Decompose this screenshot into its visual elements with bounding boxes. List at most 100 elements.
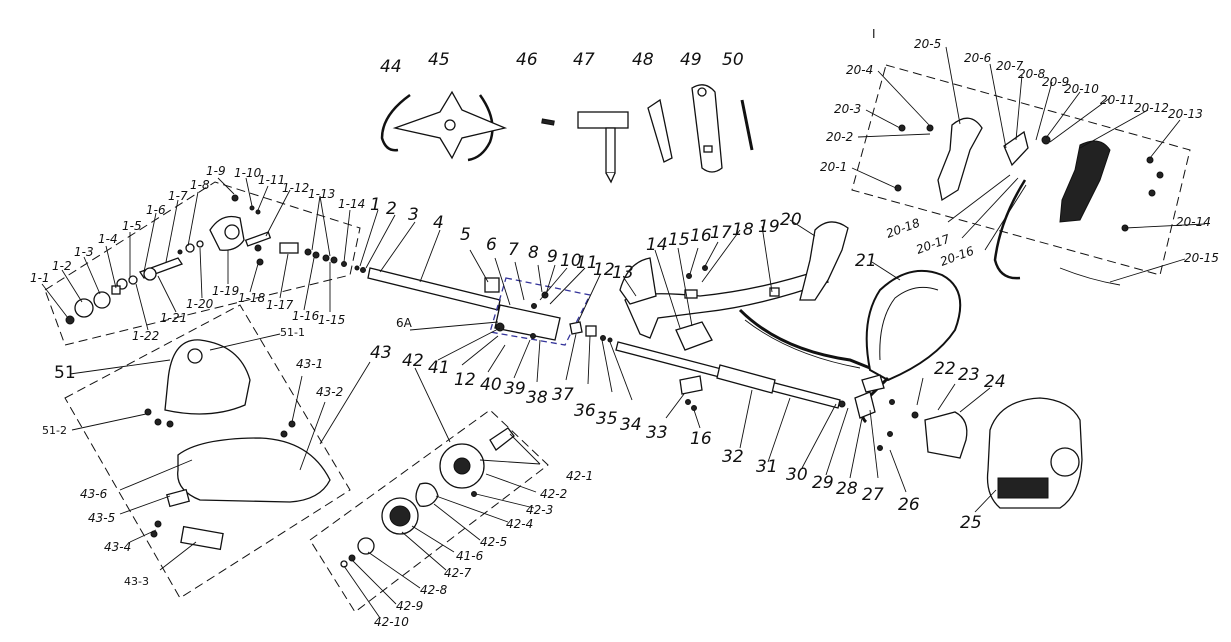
- label-20-9: 20-9: [1042, 75, 1069, 89]
- blade-hole: [444, 119, 456, 131]
- label-33: 33: [646, 423, 668, 443]
- label-43-4: 43-4: [104, 540, 131, 554]
- label-42-4: 42-4: [506, 517, 533, 531]
- label-10: 10: [560, 251, 582, 271]
- header-mark: I: [872, 27, 876, 41]
- part-number-labels: 44 45 46 47 48 49 50 20-5 20-4 20-3 20-2…: [30, 37, 1219, 629]
- label-32: 32: [722, 447, 744, 467]
- throttle-cable-part: [993, 179, 1027, 280]
- label-20-6: 20-6: [964, 51, 992, 65]
- shaft-bolt-part: [489, 427, 515, 451]
- guard-detail-box: [64, 304, 351, 599]
- label-20-2: 20-2: [826, 130, 853, 144]
- label-20-4: 20-4: [846, 63, 873, 77]
- trimmer-head-detail-box: [309, 409, 549, 613]
- accessory-tools-group: [380, 84, 754, 184]
- label-42-1: 42-1: [566, 469, 593, 483]
- label-6: 6: [486, 235, 497, 255]
- label-1-2: 1-2: [52, 259, 72, 273]
- label-1-3: 1-3: [74, 245, 94, 259]
- pin-part: [541, 118, 555, 126]
- coupling-group: [354, 209, 633, 401]
- label-9: 9: [547, 247, 558, 267]
- label-20-7: 20-7: [996, 59, 1024, 73]
- label-19: 19: [758, 217, 780, 237]
- label-16a: 16: [690, 226, 712, 246]
- label-17: 17: [710, 223, 732, 243]
- label-46: 46: [516, 50, 538, 70]
- trimmer-head-subassembly-42: [309, 367, 549, 619]
- knob-part: [357, 537, 375, 555]
- label-41-6: 41-6: [456, 549, 484, 563]
- label-20-13: 20-13: [1168, 107, 1203, 121]
- drive-shaft-tube-part: [367, 267, 501, 311]
- label-50: 50: [722, 50, 744, 70]
- label-20-14: 20-14: [1176, 215, 1211, 229]
- handle-clamp-part: [675, 321, 713, 351]
- label-47: 47: [573, 50, 595, 70]
- fuel-tank-part: [997, 477, 1049, 499]
- label-43-6: 43-6: [80, 487, 108, 501]
- label-20-8: 20-8: [1018, 67, 1046, 81]
- label-24: 24: [984, 372, 1006, 392]
- label-1-19: 1-19: [212, 284, 239, 298]
- label-44: 44: [380, 57, 402, 77]
- blade-plate-part: [74, 298, 94, 318]
- label-43-1: 43-1: [296, 357, 323, 371]
- label-8: 8: [528, 243, 539, 263]
- gear-head-subassembly-1: [41, 177, 361, 346]
- label-31: 31: [756, 457, 778, 477]
- label-43-5: 43-5: [88, 511, 115, 525]
- label-25: 25: [960, 513, 982, 533]
- label-1-15: 1-15: [318, 313, 345, 327]
- label-51-2: 51-2: [42, 424, 67, 437]
- label-22: 22: [934, 359, 956, 379]
- label-18: 18: [732, 220, 754, 240]
- warning-label-part: [180, 525, 224, 551]
- label-5: 5: [460, 225, 471, 245]
- grip-part: [619, 257, 657, 305]
- label-36: 36: [574, 401, 596, 421]
- label-12b: 12: [454, 370, 476, 390]
- label-20-5: 20-5: [914, 37, 941, 51]
- label-1-21: 1-21: [160, 311, 187, 325]
- label-14: 14: [646, 235, 668, 255]
- label-35: 35: [596, 409, 618, 429]
- label-20-15: 20-15: [1184, 251, 1219, 265]
- handle-detail-box: [851, 64, 1191, 276]
- label-43-3: 43-3: [124, 575, 149, 588]
- label-49: 49: [680, 50, 702, 70]
- t-wrench-part: [577, 111, 629, 184]
- guard-part: [164, 339, 251, 415]
- label-20-11: 20-11: [1100, 93, 1135, 107]
- label-51-1: 51-1: [280, 326, 305, 339]
- label-1-14: 1-14: [338, 197, 365, 211]
- label-1-22: 1-22: [132, 329, 159, 343]
- label-1-9: 1-9: [206, 164, 226, 178]
- spring-part: [1041, 135, 1051, 145]
- bracket-33-part: [665, 375, 703, 429]
- loop-handle-group: [619, 219, 871, 370]
- label-1: 1: [370, 195, 381, 215]
- label-43: 43: [370, 343, 392, 363]
- label-7: 7: [508, 240, 519, 260]
- label-42: 42: [402, 351, 424, 371]
- label-45: 45: [428, 50, 450, 70]
- label-6A: 6A: [396, 316, 413, 330]
- label-39: 39: [504, 379, 526, 399]
- label-42-2: 42-2: [540, 487, 567, 501]
- lower-guard-part: [177, 437, 331, 503]
- label-15: 15: [668, 230, 690, 250]
- label-51: 51: [54, 363, 76, 383]
- label-20-1: 20-1: [820, 160, 847, 174]
- label-4: 4: [433, 213, 444, 233]
- washer-part: [93, 291, 111, 309]
- label-27: 27: [862, 485, 884, 505]
- throttle-trigger-part: [1003, 130, 1029, 167]
- label-13: 13: [612, 263, 634, 283]
- blade-guard-clips-part: [380, 93, 494, 162]
- label-28: 28: [836, 479, 858, 499]
- handle-left-half-part: [937, 117, 983, 202]
- label-42-10: 42-10: [374, 615, 409, 629]
- label-1-6: 1-6: [146, 203, 166, 217]
